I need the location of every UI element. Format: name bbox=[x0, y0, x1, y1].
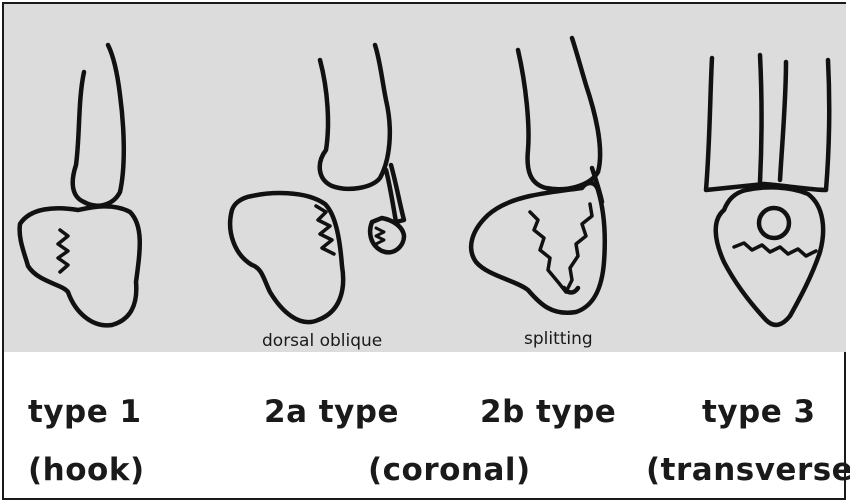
type-3-central-circle bbox=[759, 208, 789, 238]
transverse-descriptor: (transverse) bbox=[646, 452, 850, 488]
type-2b-calcaneus bbox=[471, 183, 605, 313]
type-3-transverse-fracture bbox=[734, 243, 816, 256]
hook-descriptor: (hook) bbox=[28, 452, 145, 488]
type-3-tibia bbox=[706, 55, 764, 190]
coronal-descriptor: (coronal) bbox=[368, 452, 531, 488]
type-1-label: type 1 bbox=[28, 394, 142, 430]
type-2a-label: 2a type bbox=[264, 394, 399, 430]
type-1-fracture-line bbox=[58, 230, 68, 272]
type-2b-tibia bbox=[518, 38, 600, 189]
type-2a-drawing bbox=[230, 45, 404, 322]
type-2b-fragment-edge bbox=[564, 288, 578, 293]
type-3-fibula bbox=[764, 60, 829, 190]
dorsal-oblique-label: dorsal oblique bbox=[262, 331, 382, 351]
type-2a-tibia bbox=[320, 45, 390, 189]
splitting-label: splitting bbox=[524, 329, 593, 349]
type-2b-v-split bbox=[530, 204, 592, 292]
type-1-calcaneus bbox=[20, 206, 140, 325]
type-2b-drawing bbox=[471, 38, 605, 313]
type-3-label: type 3 bbox=[702, 394, 816, 430]
type-2a-fibula-strip bbox=[386, 165, 404, 222]
type-1-tibia bbox=[73, 45, 124, 206]
type-3-drawing bbox=[706, 55, 829, 325]
type-2b-label: 2b type bbox=[480, 394, 616, 430]
type-1-drawing bbox=[20, 45, 140, 325]
type-2a-fragment-hatch bbox=[376, 228, 384, 244]
